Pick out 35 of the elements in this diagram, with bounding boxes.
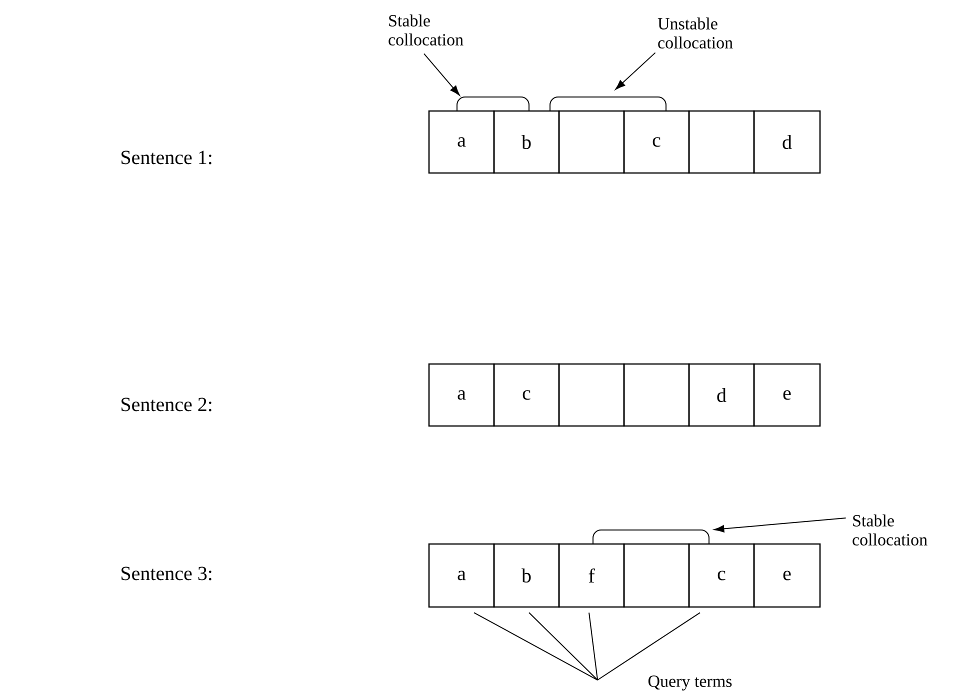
arrow (714, 518, 846, 532)
arrow (615, 52, 656, 90)
leader-line (528, 612, 598, 680)
word-cell: a (428, 363, 495, 427)
arrow (424, 53, 460, 96)
word-cell: a (428, 543, 495, 608)
word-cell: c (688, 543, 755, 608)
empty-cell (558, 363, 625, 427)
word-cell: e (753, 543, 821, 608)
bracket (456, 96, 530, 112)
word-cell: e (753, 363, 821, 427)
word-cell: f (558, 543, 625, 608)
word-cell: c (493, 363, 560, 427)
callout-text: Unstable collocation (658, 18, 733, 48)
bracket (550, 96, 666, 112)
empty-cell (623, 363, 690, 427)
leader-line (474, 612, 598, 680)
leader-line (588, 612, 598, 680)
sentence-label: Sentence 3: (122, 566, 212, 580)
word-cell: c (623, 110, 690, 174)
sentence-label: Sentence 1: (122, 150, 212, 164)
sentence-label: Sentence 2: (122, 398, 212, 412)
empty-cell (688, 110, 755, 174)
word-cell: d (753, 110, 821, 174)
word-cell: b (493, 543, 560, 608)
callout-text: Query terms (648, 676, 732, 690)
callout-text: Stable collocation (388, 14, 464, 46)
callout-text: Stable collocation (852, 514, 928, 546)
leader-line (597, 612, 700, 680)
word-cell: d (688, 363, 755, 427)
word-cell: b (493, 110, 560, 174)
word-cell: a (428, 110, 495, 174)
bracket (592, 530, 710, 544)
empty-cell (623, 543, 690, 608)
empty-cell (558, 110, 625, 174)
